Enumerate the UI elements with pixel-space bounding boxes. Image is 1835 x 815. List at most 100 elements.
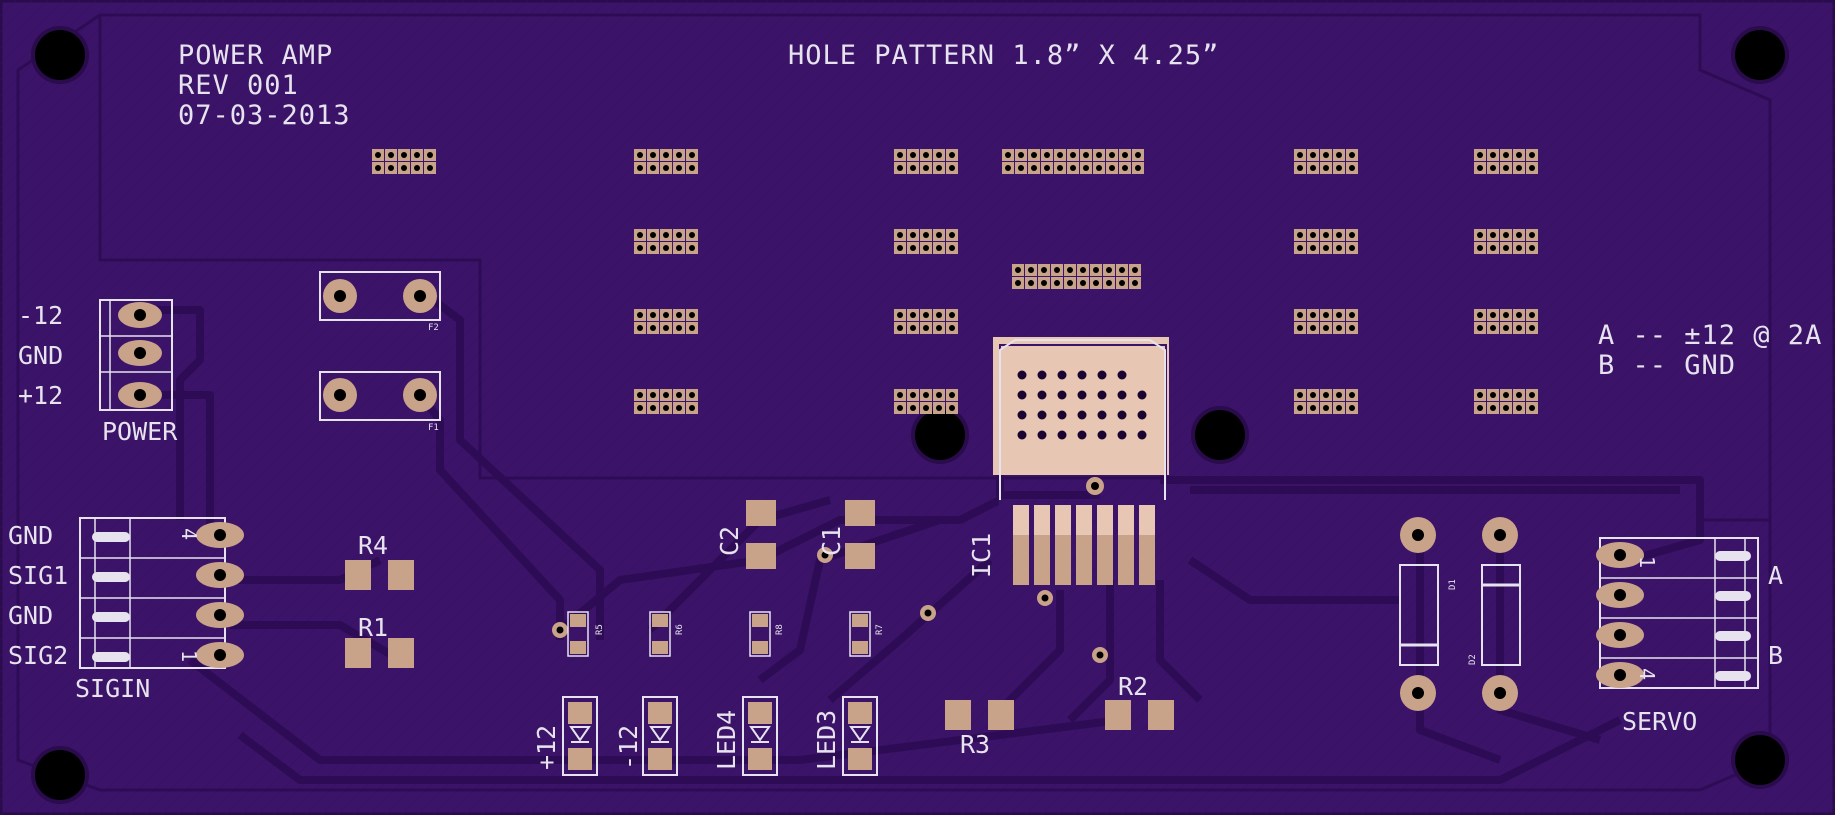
header-grid: [894, 309, 958, 334]
power-connector: [99, 299, 173, 411]
ic-thermal-via: [1097, 410, 1107, 420]
led3-label: LED3: [812, 710, 841, 770]
power-pin-plus12: +12: [18, 381, 63, 410]
ic-thermal-via: [1037, 410, 1047, 420]
r2-label: R2: [1118, 672, 1148, 701]
power-pin-gnd: GND: [18, 341, 63, 370]
header-grid: [1012, 264, 1141, 289]
ic-thermal-via: [1077, 390, 1087, 400]
ic-leg-shoulder: [1013, 505, 1029, 535]
sigin-pin-number-1: 1: [177, 650, 201, 662]
f2-label: F2: [428, 323, 439, 333]
ic1-package: [993, 337, 1169, 585]
ic-thermal-via: [1037, 370, 1047, 380]
servo-pin-number-1: 1: [1635, 556, 1659, 568]
diode-d2: [1481, 517, 1521, 711]
r1-label: R1: [358, 613, 388, 642]
header-grid: [1474, 229, 1538, 254]
r6-label: R6: [675, 624, 685, 635]
led-footprints: [562, 696, 878, 776]
title-line2: REV 001: [178, 70, 299, 101]
ic-thermal-via: [1057, 370, 1067, 380]
header-grid: [1474, 309, 1538, 334]
ic-leg-shoulder: [1097, 505, 1113, 535]
ic-thermal-via: [1037, 390, 1047, 400]
header-grid: [1474, 149, 1538, 174]
ic-thermal-via: [1017, 390, 1027, 400]
sigin-connector-label: SIGIN: [75, 674, 150, 703]
ic-thermal-via: [1097, 370, 1107, 380]
header-grid: [894, 149, 958, 174]
led-plus12-label: +12: [532, 725, 561, 770]
f1-label: F1: [428, 423, 439, 433]
traces: [140, 286, 1704, 784]
ic-thermal-via: [1117, 410, 1127, 420]
servo-label-a: A: [1768, 561, 1783, 590]
ic-thermal-via: [1057, 430, 1067, 440]
ic-leg-shoulder: [1055, 505, 1071, 535]
servo-connector-label: SERVO: [1622, 707, 1697, 736]
header-grid: [1002, 149, 1144, 174]
d1-label: D1: [1448, 579, 1458, 590]
ic-thermal-via: [1117, 390, 1127, 400]
servo-pin-number-4: 4: [1635, 668, 1659, 680]
header-grid: [634, 149, 698, 174]
ic-thermal-via: [1077, 430, 1087, 440]
fuse-f1: [319, 371, 441, 421]
ic-leg-shoulder: [1076, 505, 1092, 535]
led-footprint: [642, 696, 678, 776]
header-grid: [634, 389, 698, 414]
servo-label-b: B: [1768, 641, 1783, 670]
header-grid: [634, 309, 698, 334]
led-footprint: [742, 696, 778, 776]
smd-resistor: [567, 611, 589, 657]
ic-thermal-via: [1017, 430, 1027, 440]
sigin-pin-number-4: 4: [177, 528, 201, 540]
legend-line1: A -- ±12 @ 2A: [1598, 320, 1822, 351]
sigin-pin-gnd-b: GND: [8, 601, 53, 630]
diode-d1: [1399, 517, 1439, 711]
power-connector-label: POWER: [102, 417, 178, 446]
header-grids: [372, 149, 1538, 414]
smd-resistor: [749, 611, 771, 657]
header-grid: [1294, 229, 1358, 254]
header-grid: [1474, 389, 1538, 414]
r8-label: R8: [775, 624, 785, 635]
title-line1: POWER AMP: [178, 40, 333, 71]
ic-thermal-via: [1137, 410, 1147, 420]
header-grid: [1294, 149, 1358, 174]
r4-label: R4: [358, 531, 388, 560]
ic-thermal-via: [1017, 370, 1027, 380]
ic-thermal-via: [1037, 430, 1047, 440]
ic-thermal-via: [1137, 430, 1147, 440]
header-grid: [634, 229, 698, 254]
c2-label: C2: [715, 526, 744, 556]
ic-thermal-via: [1137, 390, 1147, 400]
sigin-pin-sig2: SIG2: [8, 641, 68, 670]
d2-label: D2: [1468, 654, 1478, 665]
servo-connector: [1596, 537, 1759, 689]
smd-resistor: [649, 611, 671, 657]
ic-thermal-via: [1077, 410, 1087, 420]
vias: [552, 547, 1108, 663]
r3-label: R3: [960, 730, 990, 759]
ic-leg-shoulder: [1118, 505, 1134, 535]
sigin-pin-sig1: SIG1: [8, 561, 68, 590]
led4-label: LED4: [712, 710, 741, 770]
ic-thermal-via: [1077, 370, 1087, 380]
c1-label: C1: [817, 526, 846, 556]
capacitor-pads: [746, 500, 875, 569]
ic-thermal-via: [1017, 410, 1027, 420]
legend-line2: B -- GND: [1598, 350, 1736, 381]
sigin-connector: [79, 517, 244, 669]
led-footprint: [562, 696, 598, 776]
ic-thermal-via: [1117, 370, 1127, 380]
hole-pattern-label: HOLE PATTERN 1.8” X 4.25”: [788, 40, 1219, 71]
smd-resistor: [849, 611, 871, 657]
fuse-f2: [319, 271, 441, 321]
ic-thermal-via: [1057, 410, 1067, 420]
header-grid: [894, 389, 958, 414]
sigin-pin-gnd-a: GND: [8, 521, 53, 550]
ic-leg-shoulder: [1034, 505, 1050, 535]
led-minus12-label: -12: [614, 725, 643, 770]
